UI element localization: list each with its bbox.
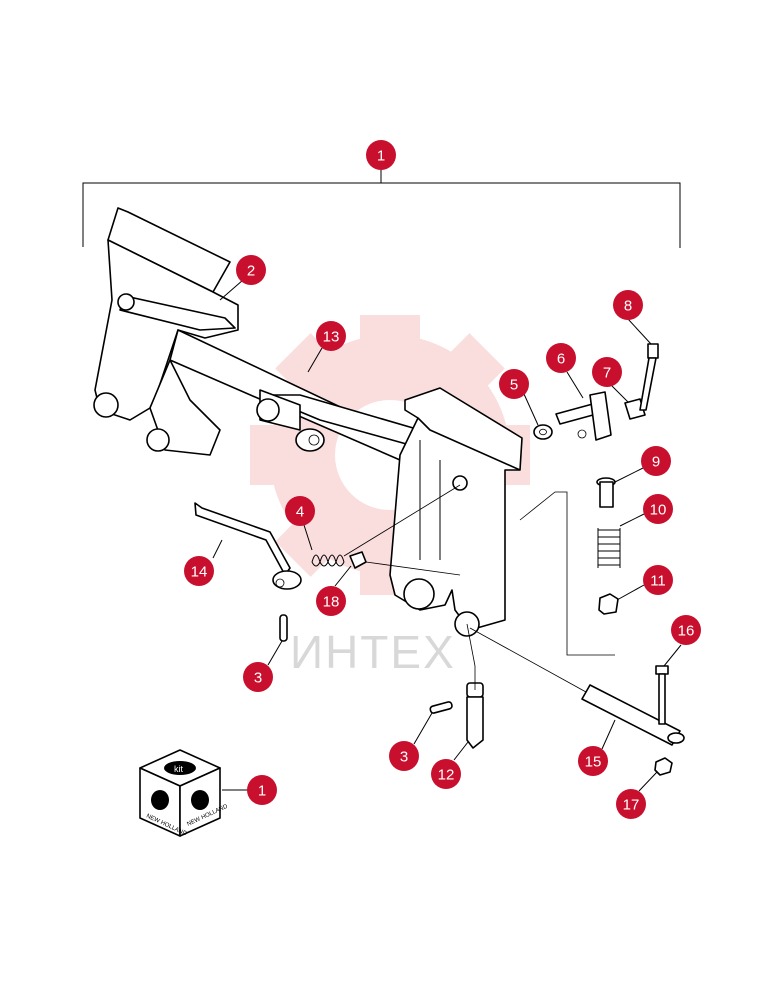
callout-c2: 2: [236, 255, 266, 285]
spring-small: [311, 484, 461, 567]
callout-label: 11: [650, 573, 666, 590]
nut-small: [654, 757, 673, 776]
callout-circle: [184, 556, 214, 586]
callout-circle: [592, 357, 622, 387]
kit-label: kit: [174, 764, 183, 774]
callout-c1-top: 1: [366, 140, 396, 170]
callout-label: 6: [557, 351, 565, 368]
callout-label: 4: [296, 504, 304, 521]
watermark-text: ИНТЕХ: [290, 626, 456, 678]
callout-circle: [616, 789, 646, 819]
leader-lines: [212, 279, 682, 792]
callout-label: 12: [438, 767, 455, 784]
callout-c9: 9: [641, 446, 671, 476]
callout-c10: 10: [643, 494, 673, 524]
callout-c17: 17: [616, 789, 646, 819]
callout-c6: 6: [546, 343, 576, 373]
callout-label: 3: [254, 670, 262, 687]
callout-circle: [236, 255, 266, 285]
washer-hole: [539, 428, 547, 436]
callout-label: 1: [258, 783, 266, 800]
callout-c4: 4: [285, 496, 315, 526]
callout-circle: [546, 343, 576, 373]
callout-c15: 15: [578, 746, 608, 776]
callout-circle: [366, 140, 396, 170]
callout-circle: [285, 496, 315, 526]
callout-c12: 12: [431, 759, 461, 789]
callout-label: 1: [377, 148, 385, 165]
latch-pin: [555, 391, 612, 441]
bolt-short: [655, 665, 669, 725]
callout-c18: 18: [316, 586, 346, 616]
callout-circle: [431, 759, 461, 789]
bushing: [596, 477, 616, 508]
callout-label: 9: [652, 454, 660, 471]
callout-c11: 11: [643, 565, 673, 595]
callout-circle: [316, 321, 346, 351]
callout-circle: [643, 565, 673, 595]
retaining-clip: [624, 398, 646, 420]
callout-label: 13: [323, 329, 340, 346]
callout-label: 7: [603, 365, 611, 382]
callout-label: 2: [247, 263, 255, 280]
plunger: [349, 551, 461, 576]
callout-circle: [247, 775, 277, 805]
nut-lower: [598, 593, 619, 615]
roll-pin-left: [279, 614, 288, 642]
callout-circle: [316, 586, 346, 616]
callout-circle: [499, 369, 529, 399]
callout-circle: [389, 741, 419, 771]
callout-c8: 8: [613, 290, 643, 320]
callout-label: 5: [510, 377, 518, 394]
callout-circle: [643, 494, 673, 524]
callout-circle: [243, 662, 273, 692]
pivot-pin: [469, 627, 685, 746]
callout-c7: 7: [592, 357, 622, 387]
bolt-long: [639, 343, 659, 411]
callout-circle: [641, 446, 671, 476]
callout-c3-left: 3: [243, 662, 273, 692]
assembly-bracket: [82, 168, 681, 248]
callout-circle: [613, 290, 643, 320]
washer: [533, 424, 553, 440]
callout-c5: 5: [499, 369, 529, 399]
compression-spring: [597, 528, 621, 568]
callout-c3-mid: 3: [389, 741, 419, 771]
callout-label: 8: [624, 298, 632, 315]
kit-box: kit NEW HOLLAND NEW HOLLAND: [139, 749, 229, 838]
callout-c14: 14: [184, 556, 214, 586]
callout-label: 16: [678, 623, 695, 640]
callout-c16: 16: [671, 615, 701, 645]
callout-label: 18: [323, 594, 340, 611]
callout-circle: [578, 746, 608, 776]
handle-lever: [194, 502, 302, 590]
latch-plate: [466, 623, 484, 749]
bracket-line-right: [519, 491, 615, 656]
callout-circle: [671, 615, 701, 645]
callout-label: 14: [191, 564, 208, 581]
callout-label: 15: [585, 754, 602, 771]
callout-c1-kit: 1: [247, 775, 277, 805]
callout-label: 3: [400, 749, 408, 766]
callout-c13: 13: [316, 321, 346, 351]
roll-pin-mid: [429, 701, 453, 714]
callout-label: 17: [623, 797, 640, 814]
callout-label: 10: [650, 502, 667, 519]
